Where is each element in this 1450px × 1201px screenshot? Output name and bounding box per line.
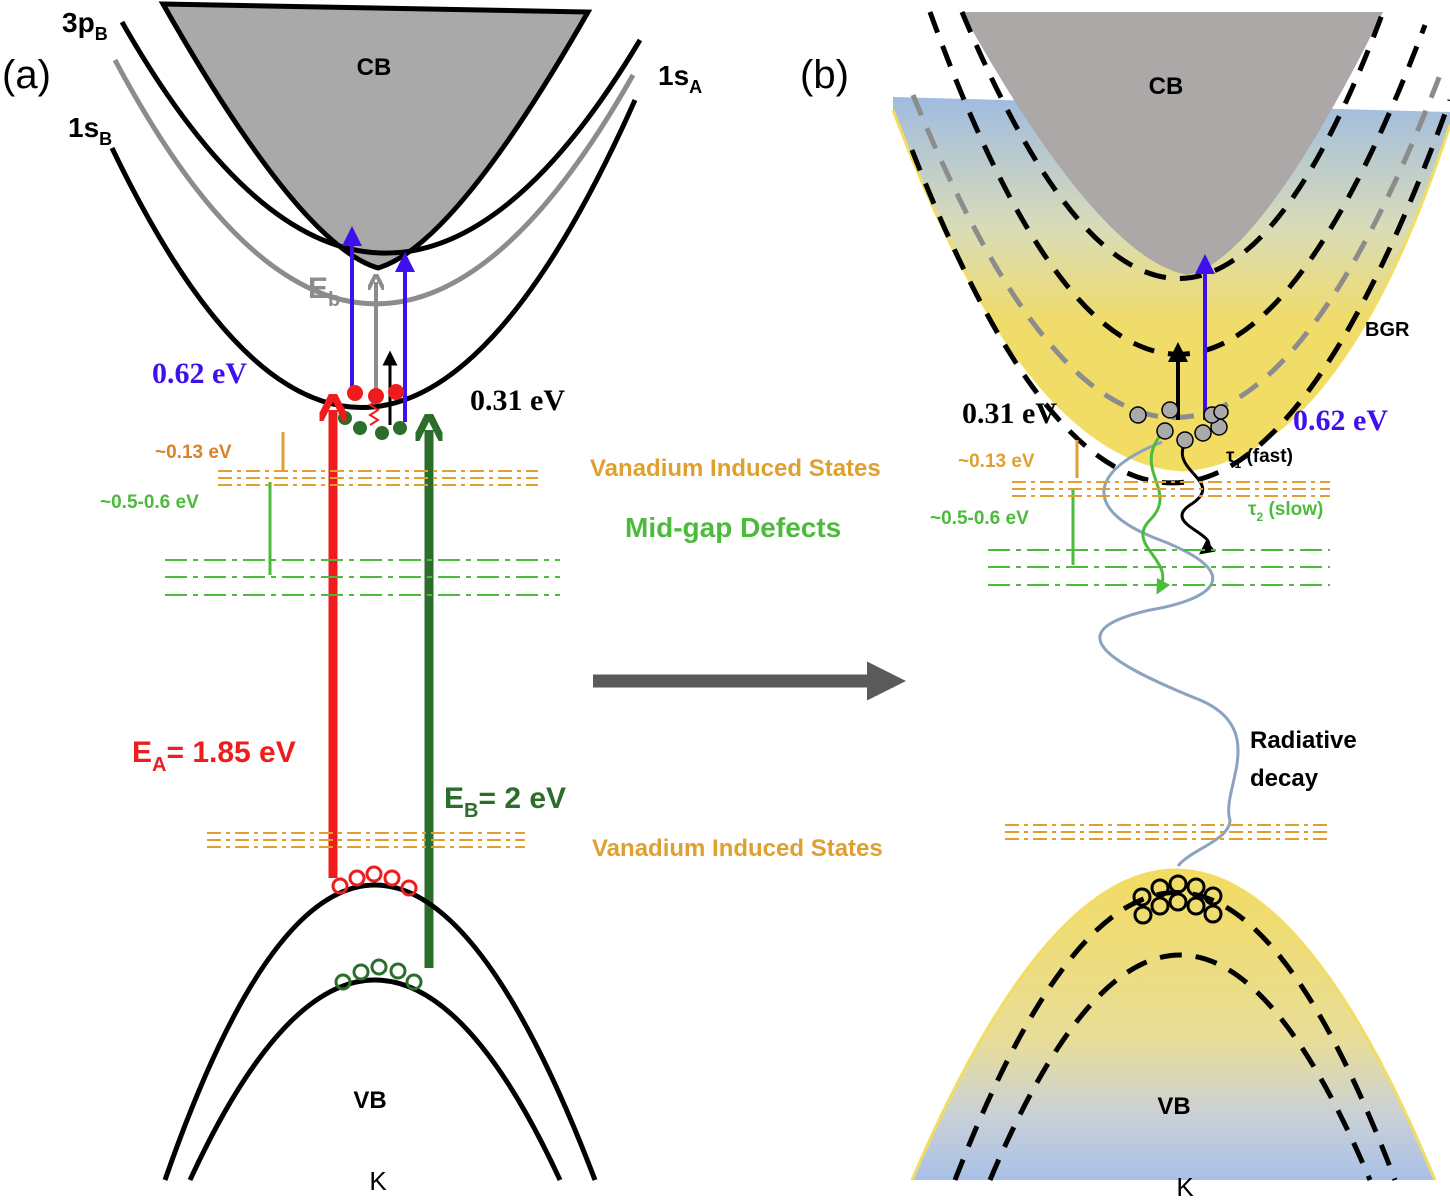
hole [1150, 896, 1170, 916]
bgr-edge-vb [910, 868, 1437, 1181]
hole [348, 869, 366, 887]
radiative-decay-wave [1098, 440, 1240, 867]
electron [338, 411, 352, 425]
energy-056-a: ~0.5-0.6 eV [100, 492, 199, 513]
valence-band-lower-a [187, 977, 563, 1182]
energy-062-a: 0.62 eV [152, 357, 247, 390]
midgap-defects-b [988, 549, 1330, 586]
electron [375, 426, 389, 440]
tau2-label: τ2 (slow) [1248, 499, 1323, 524]
panel-a-label: (a) [2, 53, 51, 97]
electron [1161, 401, 1179, 419]
electron [388, 384, 404, 400]
level-3pB-curve [119, 20, 643, 256]
energy-056-b: ~0.5-0.6 eV [930, 508, 1029, 529]
midgap-label-a: Mid-gap Defects [625, 512, 841, 543]
hole [1186, 877, 1206, 897]
hole [1133, 905, 1153, 925]
vanadium-states-bottom-a [207, 832, 525, 848]
conduction-band-b [962, 12, 1383, 275]
k-label-b: K [1176, 1172, 1194, 1201]
k-label-a: K [369, 1166, 387, 1196]
tau1-label: τ1 (fast) [1226, 446, 1293, 471]
dashed-vb-lower [987, 952, 1373, 1181]
hole [370, 958, 388, 976]
electron [1129, 406, 1147, 424]
hole [405, 973, 423, 991]
hole [1168, 892, 1188, 912]
conduction-band-a [158, 1, 593, 271]
panel-b: (b) CB BGR [800, 11, 1450, 1201]
label-3pB: 3pB [62, 7, 108, 44]
electrons-green-a [338, 411, 407, 440]
hole [383, 869, 401, 887]
energy-031-b: 0.31 eV [962, 397, 1057, 430]
energy-031-a: 0.31 eV [470, 384, 565, 417]
energy-062-b: 0.62 eV [1293, 404, 1388, 437]
vb-label-b: VB [1157, 1093, 1190, 1120]
label-1sA: 1sA [658, 60, 702, 97]
vanadium-states-top-b [1012, 481, 1330, 497]
hole [1203, 886, 1223, 906]
hole [400, 879, 418, 897]
cb-label-a: CB [357, 54, 392, 81]
electron [1194, 424, 1212, 442]
electrons-gray-b [1129, 401, 1229, 449]
radiative-label-line1: Radiative [1250, 727, 1357, 754]
hole [1168, 874, 1188, 894]
green-relaxation-squiggle [1141, 431, 1171, 595]
electron [353, 421, 367, 435]
hole [334, 973, 352, 991]
energy-013-b: ~0.13 eV [958, 451, 1035, 472]
dashed-cb-edge [959, 11, 1386, 281]
ebb-label: EB= 2 eV [444, 782, 566, 822]
electron [393, 421, 407, 435]
radiative-label-line2: decay [1250, 765, 1319, 792]
electron [1156, 422, 1174, 440]
hole [389, 962, 407, 980]
vanadium-states-top-a [218, 470, 538, 486]
bgr-region-cb [893, 97, 1450, 470]
hole [1132, 887, 1152, 907]
vb-label-a: VB [353, 1087, 386, 1114]
hole [352, 963, 370, 981]
electrons-red-a [347, 384, 404, 404]
holes-b [1132, 874, 1223, 925]
panel-b-label: (b) [800, 53, 849, 97]
hole [1186, 896, 1206, 916]
level-1sA-curve [112, 58, 636, 307]
electron [368, 388, 384, 404]
black-relaxation-squiggle [1180, 435, 1216, 555]
electron [1213, 404, 1229, 420]
vanadium-label-top-a: Vanadium Induced States [590, 455, 881, 482]
valence-band-upper-a [162, 882, 598, 1181]
eb-label: Eb [308, 272, 340, 311]
electron [1176, 431, 1194, 449]
energy-013-a: ~0.13 eV [155, 442, 232, 463]
hole [1203, 904, 1223, 924]
holes-green-a [334, 958, 423, 991]
hole [365, 865, 383, 883]
label-1sB: 1sB [68, 112, 112, 149]
bgr-label: BGR [1365, 319, 1410, 341]
ea-label: EA= 1.85 eV [132, 736, 296, 776]
panel-a: (a) CB 3pB 1sB 1sA Eb [2, 1, 883, 1196]
electron [347, 385, 363, 401]
hole [1150, 878, 1170, 898]
hole [331, 877, 349, 895]
holes-red-a [331, 865, 418, 897]
vanadium-states-bottom-b [1005, 824, 1330, 840]
cb-label-b: CB [1149, 73, 1184, 100]
midgap-defects-a [165, 559, 560, 596]
vanadium-label-bottom-a: Vanadium Induced States [592, 835, 883, 862]
